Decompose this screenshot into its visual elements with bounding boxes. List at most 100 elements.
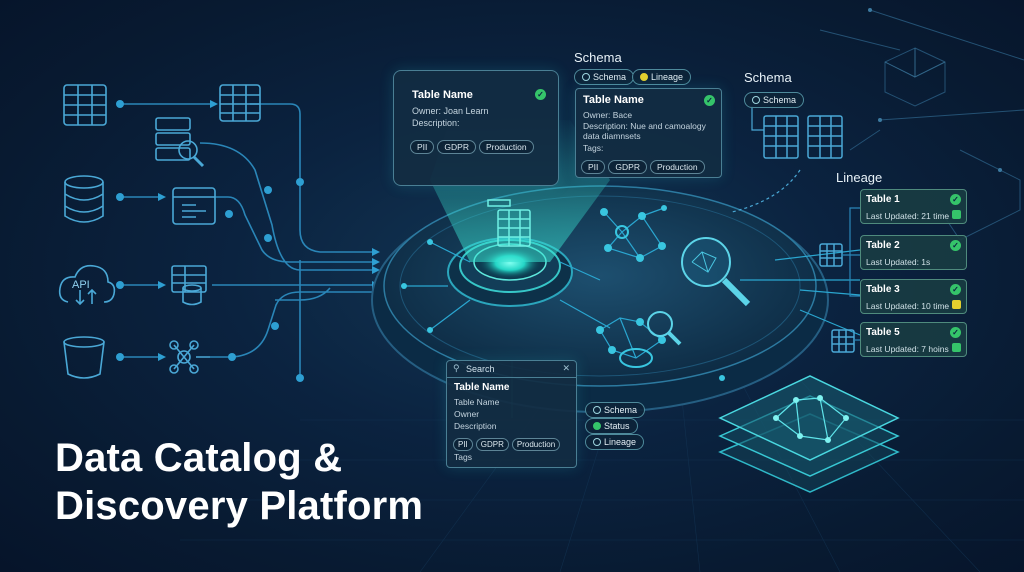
card2-description-2: data diamnsets bbox=[583, 131, 641, 141]
lineage-card-updated: Last Updated: 7 hoins bbox=[866, 344, 949, 354]
page-title: Data Catalog & Discovery Platform bbox=[55, 434, 423, 530]
schema-connector bbox=[751, 106, 764, 131]
api-cloud-icon bbox=[58, 264, 116, 306]
card2-owner: Owner: Bace bbox=[583, 110, 633, 120]
hex-decor bbox=[819, 9, 1024, 241]
lineage-card[interactable]: Table 5 ✓Last Updated: 7 hoins bbox=[860, 322, 967, 357]
check-icon: ✓ bbox=[535, 89, 546, 100]
lineage-card-updated: Last Updated: 10 time bbox=[866, 301, 950, 311]
lineage-card[interactable]: Table 2 ✓ Last Updated: 1s bbox=[860, 235, 967, 270]
lineage-header: Lineage bbox=[836, 170, 883, 185]
check-icon: ✓ bbox=[704, 95, 715, 106]
schema-pill-label: Schema bbox=[763, 95, 797, 105]
status-pill[interactable]: Status bbox=[585, 418, 638, 434]
table-card-primary[interactable]: Table Name ✓ Owner: Joan Learn Descripti… bbox=[393, 70, 559, 186]
magnifier-icon-large bbox=[681, 237, 751, 307]
tag-pii[interactable]: PII bbox=[453, 438, 473, 451]
lineage-pill-bottom[interactable]: Lineage bbox=[585, 434, 645, 450]
lineage-status-icon bbox=[640, 73, 648, 81]
api-label: API bbox=[72, 279, 90, 291]
lineage-connectors bbox=[842, 207, 860, 341]
card-description: Description: bbox=[412, 118, 460, 128]
status-pill-label: Status bbox=[604, 421, 630, 431]
table-icon-1 bbox=[63, 84, 107, 126]
lineage-card[interactable]: Table 1✓Last Updated: 21 time bbox=[860, 189, 967, 224]
schema-pill-top[interactable]: Schema bbox=[574, 69, 635, 85]
lineage-card-name: Table 5 bbox=[866, 327, 900, 338]
arrow-heads bbox=[158, 100, 380, 361]
check-icon: ✓ bbox=[950, 327, 961, 338]
search-bar[interactable]: ⚲ Search ✕ bbox=[447, 361, 576, 378]
table-card-detail[interactable]: Table Name ✓ Owner: Bace Description: Nu… bbox=[575, 88, 722, 178]
search-row-description: Description bbox=[454, 421, 497, 431]
schema-pill-right[interactable]: Schema bbox=[744, 92, 805, 108]
lineage-table-icon-1 bbox=[819, 243, 843, 267]
card2-description-1: Description: Nue and camoalogy bbox=[583, 121, 706, 131]
tag-production[interactable]: Production bbox=[478, 140, 534, 154]
check-icon: ✓ bbox=[950, 240, 961, 251]
search-row-table-name: Table Name bbox=[454, 397, 500, 407]
search-result-title: Table Name bbox=[454, 382, 510, 393]
lineage-card-name: Table 3 bbox=[866, 284, 900, 295]
lineage-pill-top[interactable]: Lineage bbox=[632, 69, 692, 85]
schema-pill-bottom[interactable]: Schema bbox=[585, 402, 646, 418]
close-icon[interactable]: ✕ bbox=[562, 363, 570, 373]
card2-tags-label: Tags: bbox=[583, 143, 604, 153]
tag-gdpr[interactable]: GDPR bbox=[437, 140, 476, 154]
layer-graph-nodes bbox=[773, 395, 849, 443]
table-icon-2 bbox=[219, 84, 261, 122]
schema-icon bbox=[582, 73, 590, 81]
search-tags-label: Tags bbox=[454, 452, 472, 462]
schema-icon bbox=[593, 406, 601, 414]
tag-pii[interactable]: PII bbox=[581, 160, 606, 174]
tag-production[interactable]: Production bbox=[511, 438, 561, 451]
schema-table-icon-2 bbox=[807, 115, 843, 159]
schema-header-top: Schema bbox=[574, 50, 622, 65]
status-square-icon bbox=[952, 343, 961, 352]
status-square-icon bbox=[952, 300, 961, 309]
search-icon: ⚲ bbox=[453, 363, 460, 373]
lineage-table-icon-2 bbox=[831, 329, 855, 353]
graph-network-icon bbox=[169, 340, 210, 374]
bucket-icon bbox=[63, 336, 105, 379]
tag-gdpr[interactable]: GDPR bbox=[475, 438, 509, 451]
lineage-pill-label: Lineage bbox=[651, 72, 684, 82]
database-icon bbox=[64, 175, 104, 223]
table-database-icon bbox=[171, 265, 207, 306]
lineage-card[interactable]: Table 3✓Last Updated: 10 time bbox=[860, 279, 967, 314]
magnifier-icon-small bbox=[647, 311, 682, 346]
lineage-card-name: Table 2 bbox=[866, 240, 900, 251]
schema-pill-label: Schema bbox=[593, 72, 627, 82]
floor-grid bbox=[180, 379, 1024, 572]
search-server-icon bbox=[155, 117, 205, 168]
card-title: Table Name bbox=[412, 89, 473, 101]
code-editor-icon bbox=[172, 187, 216, 225]
card2-title: Table Name bbox=[583, 94, 644, 106]
platform-disc bbox=[371, 120, 829, 413]
status-icon bbox=[593, 422, 601, 430]
magnifier-inner-graph bbox=[691, 251, 717, 273]
search-row-owner: Owner bbox=[454, 409, 480, 419]
lineage-card-updated: Last Updated: 21 time bbox=[866, 211, 950, 221]
lineage-card-name: Table 1 bbox=[866, 194, 900, 205]
left-connector-nodes bbox=[116, 100, 304, 382]
schema-pill-label: Schema bbox=[604, 405, 638, 415]
title-line-1: Data Catalog & bbox=[55, 436, 343, 480]
lineage-pill-label: Lineage bbox=[604, 437, 637, 447]
tag-production[interactable]: Production bbox=[649, 160, 705, 174]
lineage-card-updated: Last Updated: 1s bbox=[866, 257, 931, 267]
schema-table-icon-1 bbox=[763, 115, 799, 159]
search-card[interactable]: ⚲ Search ✕ Table Name Table Name Owner D… bbox=[446, 360, 577, 468]
search-input[interactable]: Search bbox=[466, 364, 495, 374]
tag-gdpr[interactable]: GDPR bbox=[608, 160, 647, 174]
card-owner: Owner: Joan Learn bbox=[412, 106, 489, 116]
hex-nodes bbox=[868, 8, 1002, 172]
schema-header-right: Schema bbox=[744, 70, 792, 85]
disc-node-ring bbox=[619, 348, 653, 368]
tag-pii[interactable]: PII bbox=[410, 140, 435, 154]
status-square-icon bbox=[952, 210, 961, 219]
lineage-dashed-arrow bbox=[731, 169, 801, 213]
